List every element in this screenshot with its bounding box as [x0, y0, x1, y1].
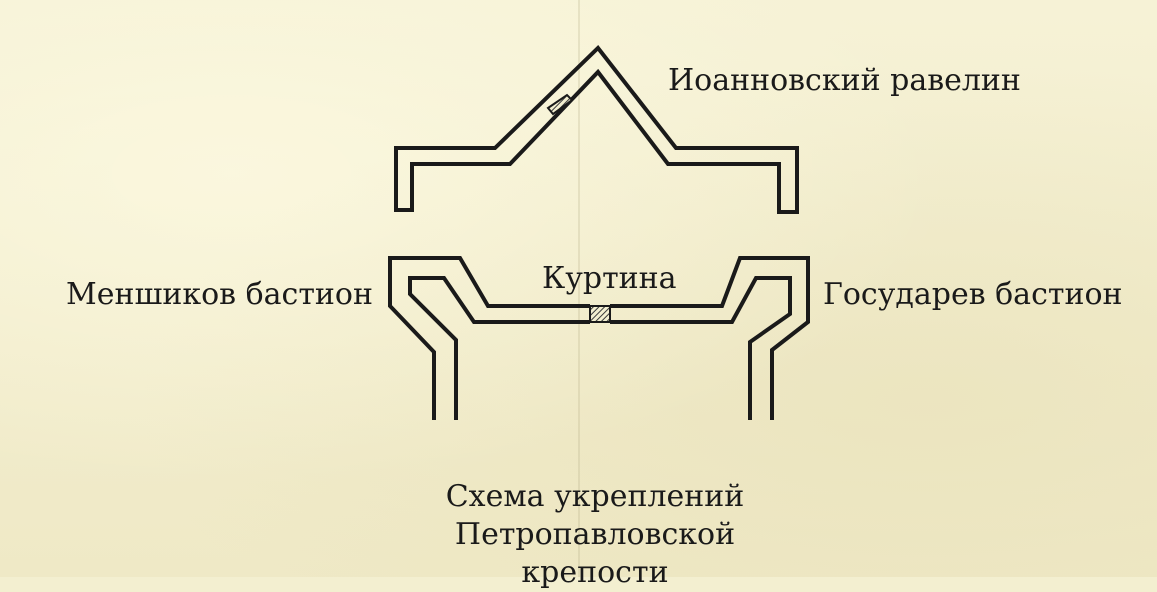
- paper-background: [0, 0, 1157, 577]
- ravelin-label: Иоанновский равелин: [668, 63, 1021, 98]
- gosudarev-bastion-label: Государев бастион: [823, 277, 1123, 312]
- curtain-label: Куртина: [542, 261, 677, 296]
- menshikov-bastion-label: Меншиков бастион: [66, 277, 373, 312]
- paper-fold-line: [578, 0, 580, 577]
- menshikov-bastion-wall: [388, 256, 590, 420]
- caption-line-2: Петропавловской крепости: [454, 517, 736, 590]
- fortress-scheme: [388, 45, 810, 420]
- ravelin-gate: [546, 93, 574, 116]
- caption-line-1: Схема укреплений: [445, 479, 745, 514]
- scheme-caption: Схема укреплений Петропавловской крепост…: [380, 478, 810, 592]
- gosudarev-bastion-wall: [610, 256, 810, 420]
- ravelin-wall: [394, 45, 799, 214]
- curtain-gate: [589, 305, 611, 323]
